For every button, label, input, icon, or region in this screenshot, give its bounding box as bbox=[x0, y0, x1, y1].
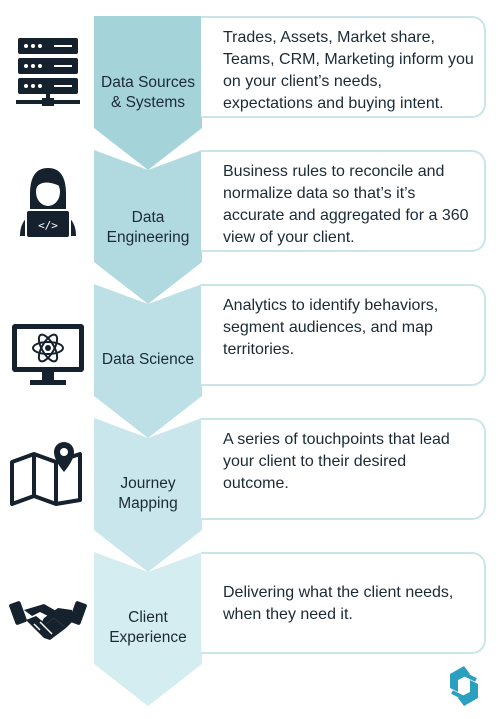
chevron-step-5 bbox=[94, 552, 202, 706]
step-description: Analytics to identify behaviors, segment… bbox=[223, 297, 439, 358]
step-description: A series of touchpoints that lead your c… bbox=[223, 431, 450, 492]
chevron-step-4 bbox=[94, 418, 202, 572]
step-description-box: Business rules to reconcile and normaliz… bbox=[201, 150, 486, 252]
step-description-box: Delivering what the client needs, when t… bbox=[201, 552, 486, 654]
step-label: Data Science bbox=[101, 351, 195, 368]
brand-logo-icon bbox=[450, 666, 478, 706]
developer-icon: </> bbox=[20, 168, 76, 239]
handshake-icon bbox=[9, 601, 87, 640]
server-icon bbox=[16, 38, 80, 106]
step-description-box: A series of touchpoints that lead your c… bbox=[201, 418, 486, 520]
chevron-step-1 bbox=[94, 16, 202, 170]
chevron-step-3 bbox=[94, 284, 202, 438]
map-pin-icon bbox=[10, 442, 82, 506]
step-label: Data Sources & Systems bbox=[101, 74, 195, 111]
step-description-box: Trades, Assets, Market share, Teams, CRM… bbox=[201, 16, 486, 118]
step-description: Business rules to reconcile and normaliz… bbox=[223, 163, 469, 246]
step-label: Data Engineering bbox=[106, 209, 190, 246]
step-description: Delivering what the client needs, when t… bbox=[223, 584, 454, 623]
chevron-step-2 bbox=[94, 150, 202, 304]
step-label: Client Experience bbox=[109, 609, 187, 646]
step-description-box: Analytics to identify behaviors, segment… bbox=[201, 284, 486, 386]
atom-monitor-icon bbox=[12, 324, 84, 385]
svg-text:</>: </> bbox=[38, 219, 58, 232]
step-description: Trades, Assets, Market share, Teams, CRM… bbox=[223, 29, 474, 112]
step-label: Journey Mapping bbox=[118, 475, 178, 512]
